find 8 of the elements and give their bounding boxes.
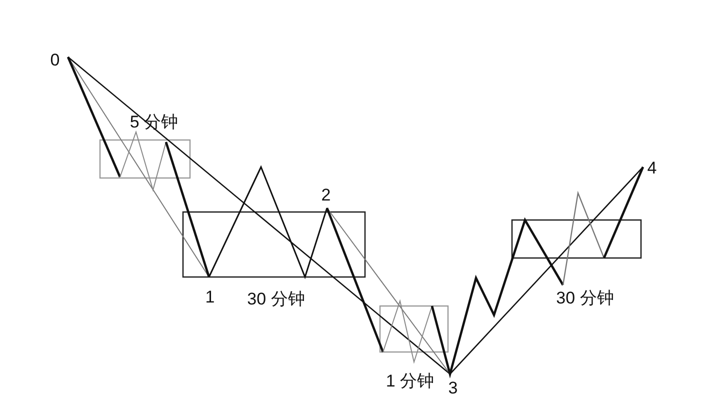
point-label: 1 <box>205 288 215 306</box>
point-label: 3 <box>448 380 458 396</box>
point-label: 2 <box>321 186 331 204</box>
timeframe-label: 1 分钟 <box>386 372 434 390</box>
point-label: 0 <box>50 52 60 68</box>
timeframe-label: 30 分钟 <box>247 290 305 308</box>
timeframe-label: 30 分钟 <box>556 290 614 306</box>
point-label: 4 <box>647 160 657 176</box>
